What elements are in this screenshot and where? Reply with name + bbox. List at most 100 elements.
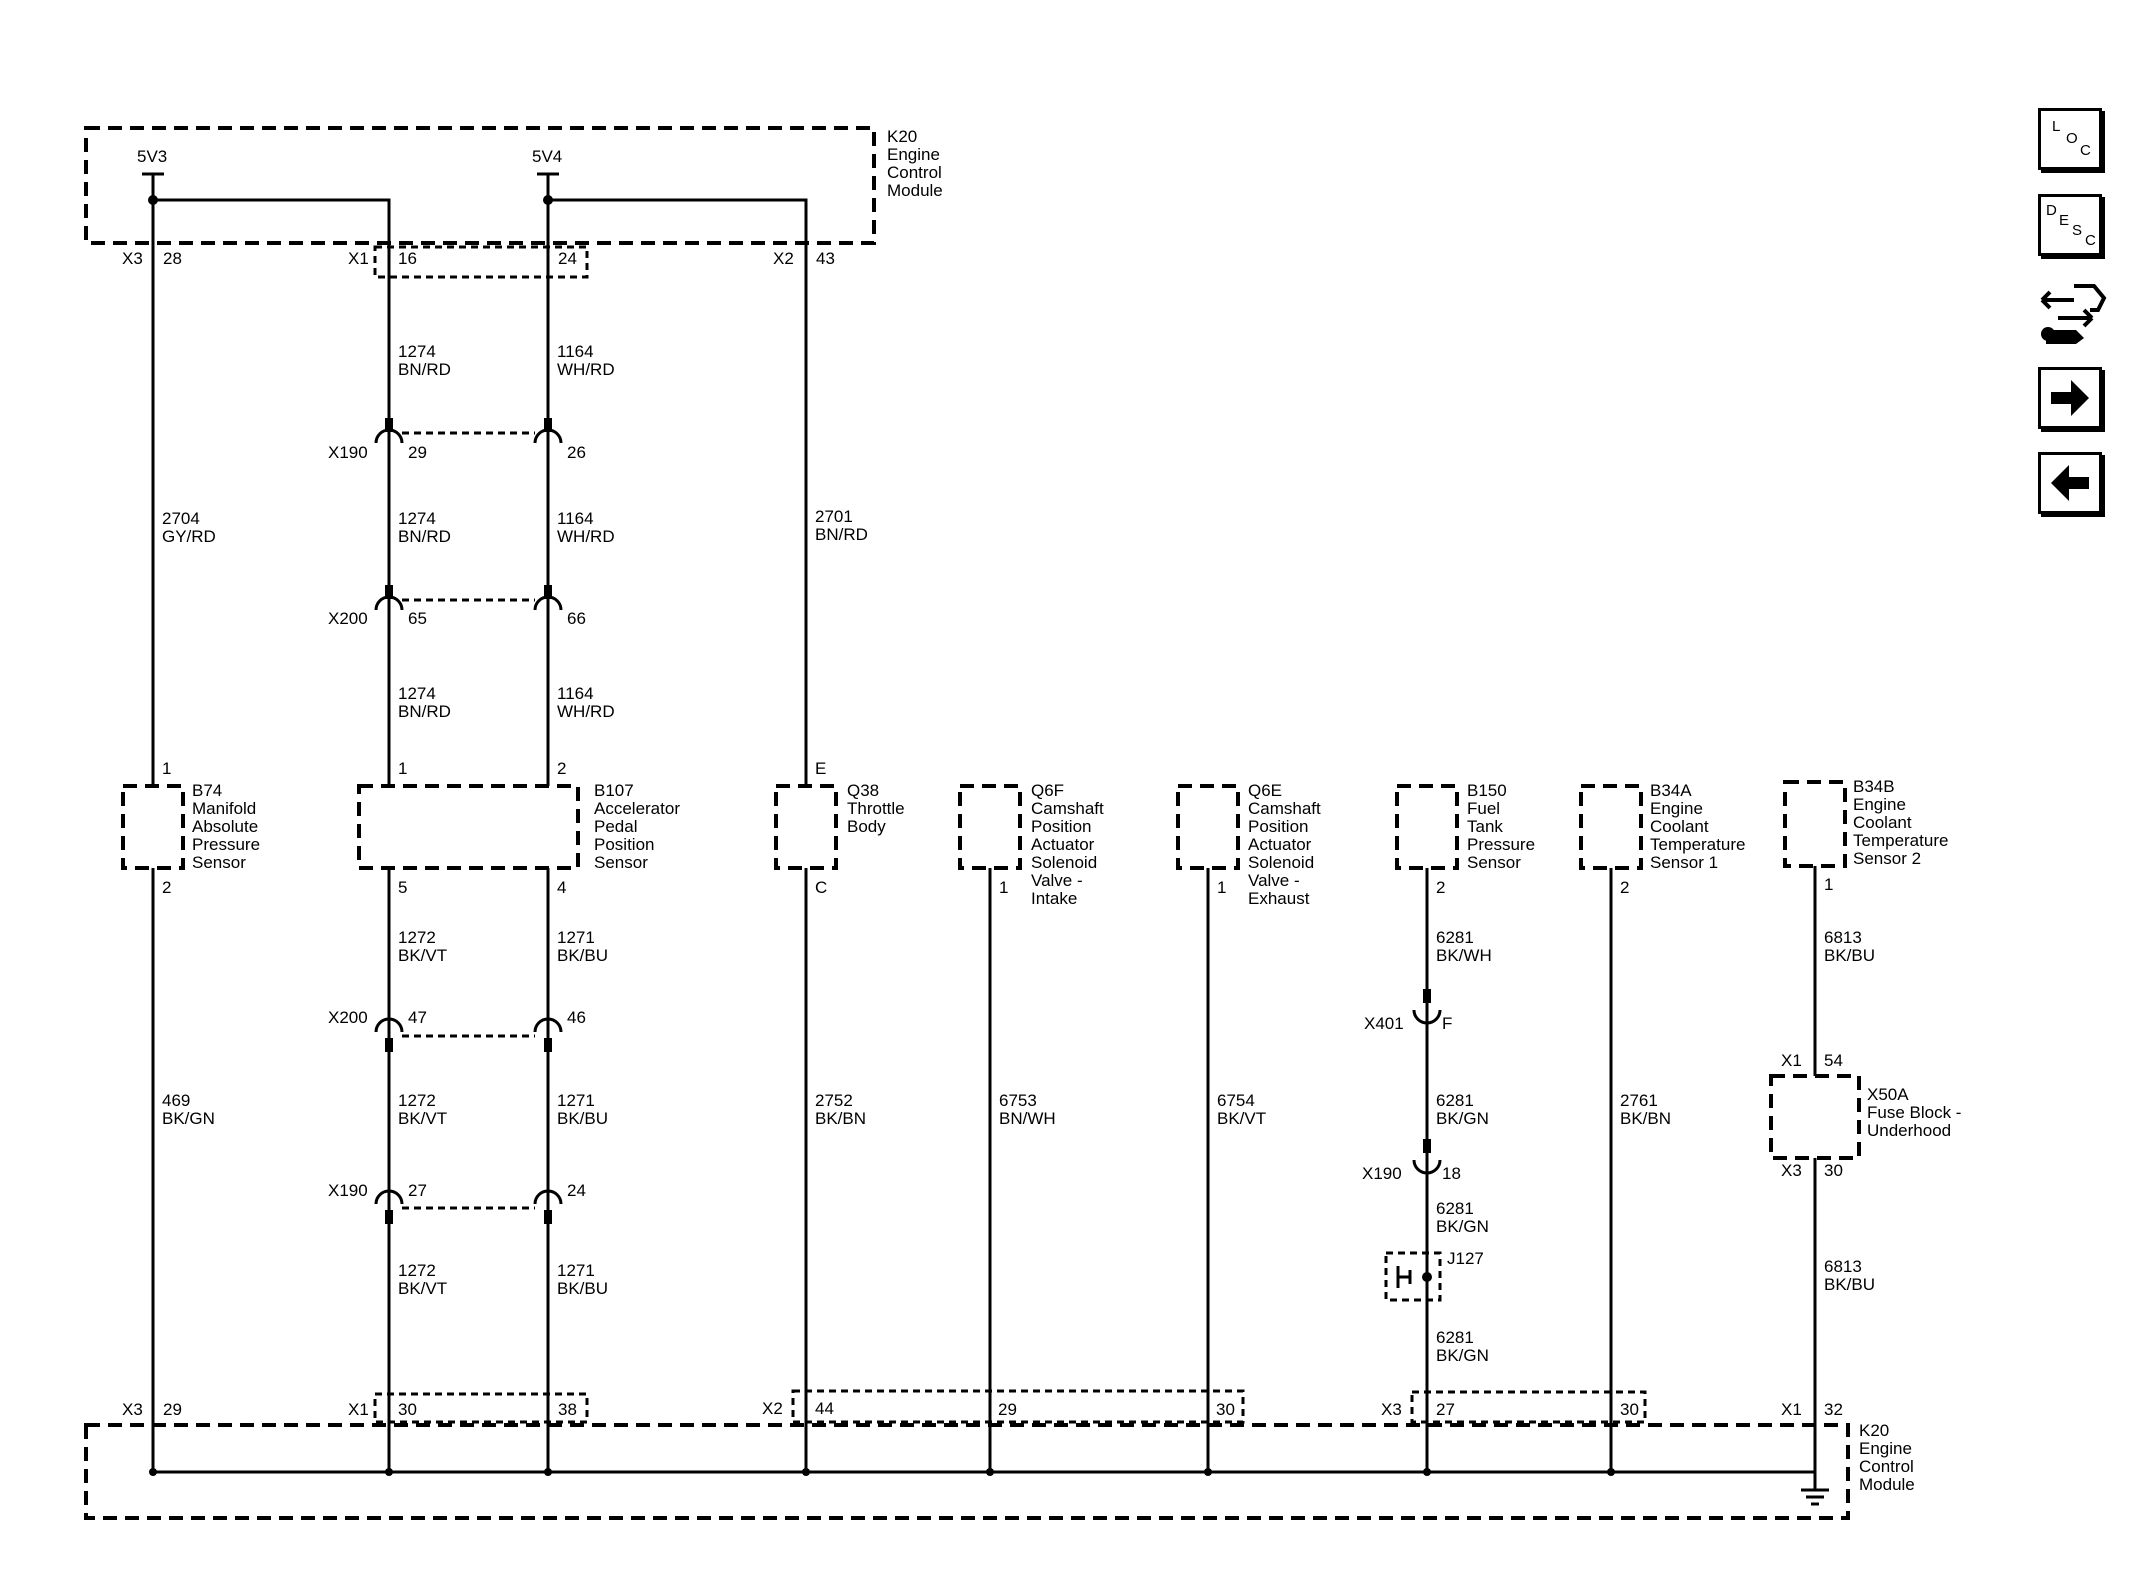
- b150-l1: Fuel: [1467, 799, 1500, 818]
- w1274c-color: BN/RD: [398, 702, 451, 721]
- b74-l3: Pressure: [192, 835, 260, 854]
- loc-letter-3: C: [2080, 142, 2091, 159]
- ecm-bottom-code: K20: [1859, 1421, 1889, 1440]
- b34b-pin: 1: [1824, 875, 1833, 894]
- desc-letter-3: S: [2072, 222, 2083, 239]
- w2704-num: 2704: [162, 509, 200, 528]
- w1271a-num: 1271: [557, 928, 595, 947]
- x2-bottom-connector-box: [791, 1389, 1245, 1424]
- q6e-l6: Exhaust: [1248, 889, 1310, 908]
- b34b-l1: Engine: [1853, 795, 1906, 814]
- q6f-l6: Intake: [1031, 889, 1077, 908]
- top-pin-x2: X2: [773, 249, 794, 268]
- splice-q6e: [1204, 1468, 1212, 1476]
- w1164b-num: 1164: [557, 509, 594, 528]
- x200b-pin1: 47: [408, 1008, 427, 1027]
- ground-symbol: [1801, 1472, 1829, 1506]
- splice-q38: [802, 1468, 810, 1476]
- connector-wrench-icon[interactable]: [2036, 278, 2108, 346]
- q6e-l4: Solenoid: [1248, 853, 1314, 872]
- desc-button[interactable]: D E S C: [2038, 194, 2102, 256]
- ecm-bottom-line3: Module: [1859, 1475, 1915, 1494]
- b34a-box: [1579, 784, 1643, 870]
- bottom-pin-30a: 30: [398, 1400, 417, 1419]
- b34b-box: [1783, 780, 1847, 868]
- x1-top-connector-box: [373, 245, 589, 279]
- w6281c-color: BK/GN: [1436, 1217, 1489, 1236]
- x190b-pin2: 24: [567, 1181, 586, 1200]
- bottom-pin-x3b: X3: [1381, 1400, 1402, 1419]
- b150-pin: 2: [1436, 878, 1445, 897]
- ecm-top-code: K20: [887, 127, 917, 146]
- splice-b107-5: [385, 1468, 393, 1476]
- b74-l2: Absolute: [192, 817, 258, 836]
- prev-button[interactable]: [2038, 452, 2102, 514]
- top-pin-x1: X1: [348, 249, 369, 268]
- w6753-color: BN/WH: [999, 1109, 1056, 1128]
- x200a-name: X200: [328, 609, 368, 628]
- x401-pin: F: [1442, 1014, 1452, 1033]
- q6e-l5: Valve -: [1248, 871, 1300, 890]
- top-pin-43: 43: [816, 249, 835, 268]
- bottom-pin-32: 32: [1824, 1400, 1843, 1419]
- w6281b-color: BK/GN: [1436, 1109, 1489, 1128]
- desc-letter-1: D: [2046, 202, 2057, 219]
- q38-l2: Body: [847, 817, 886, 836]
- w2704-color: GY/RD: [162, 527, 216, 546]
- b34a-l3: Temperature: [1650, 835, 1745, 854]
- w469-color: BK/GN: [162, 1109, 215, 1128]
- ecm-bottom-line2: Control: [1859, 1457, 1914, 1476]
- w6281b-num: 6281: [1436, 1091, 1474, 1110]
- x190c-pin: 18: [1442, 1164, 1461, 1183]
- b107-pin-2: 2: [557, 759, 566, 778]
- w1272b-color: BK/VT: [398, 1109, 447, 1128]
- bottom-pin-x1b: X1: [1781, 1400, 1802, 1419]
- w6813a-color: BK/BU: [1824, 946, 1875, 965]
- loc-button[interactable]: L O C: [2038, 108, 2102, 170]
- x190a-pin1: 29: [408, 443, 427, 462]
- q6e-l3: Actuator: [1248, 835, 1312, 854]
- b107-l3: Position: [594, 835, 654, 854]
- q38-l1: Throttle: [847, 799, 905, 818]
- q6f-l5: Valve -: [1031, 871, 1083, 890]
- x50a-bot-pin: 30: [1824, 1161, 1843, 1180]
- b34a-l1: Engine: [1650, 799, 1703, 818]
- q6e-box: [1176, 784, 1240, 870]
- next-button[interactable]: [2038, 367, 2102, 429]
- b34a-l4: Sensor 1: [1650, 853, 1718, 872]
- b74-l1: Manifold: [192, 799, 256, 818]
- w1274b-color: BN/RD: [398, 527, 451, 546]
- b150-l3: Pressure: [1467, 835, 1535, 854]
- w1164c-color: WH/RD: [557, 702, 615, 721]
- w6281c-num: 6281: [1436, 1199, 1474, 1218]
- x190a-pin2: 26: [567, 443, 586, 462]
- w6281a-color: BK/WH: [1436, 946, 1492, 965]
- x50a-box: [1769, 1074, 1861, 1160]
- ecm-bottom-line1: Engine: [1859, 1439, 1912, 1458]
- connector-x401: [1412, 989, 1442, 1025]
- w6281d-num: 6281: [1436, 1328, 1474, 1347]
- connector-x200-upper: [374, 585, 563, 611]
- w469-num: 469: [162, 1091, 190, 1110]
- b107-pin-5: 5: [398, 878, 407, 897]
- w1272c-color: BK/VT: [398, 1279, 447, 1298]
- b107-pin-1: 1: [398, 759, 407, 778]
- ref-5v3: 5V3: [137, 147, 167, 166]
- bottom-pin-44: 44: [815, 1399, 834, 1418]
- w1271c-color: BK/BU: [557, 1279, 608, 1298]
- b34b-l2: Coolant: [1853, 813, 1912, 832]
- desc-letter-2: E: [2059, 212, 2070, 229]
- top-pin-28: 28: [163, 249, 182, 268]
- loc-letter-2: O: [2066, 130, 2078, 147]
- w1271a-color: BK/BU: [557, 946, 608, 965]
- x200a-pin2: 66: [567, 609, 586, 628]
- b34a-pin: 2: [1620, 878, 1629, 897]
- b34b-l4: Sensor 2: [1853, 849, 1921, 868]
- w6813a-num: 6813: [1824, 928, 1862, 947]
- w1271b-num: 1271: [557, 1091, 595, 1110]
- b107-box: [357, 784, 580, 870]
- q6f-l1: Camshaft: [1031, 799, 1104, 818]
- w6753-num: 6753: [999, 1091, 1037, 1110]
- j127-code: J127: [1447, 1249, 1484, 1268]
- q38-pin-top: E: [815, 759, 826, 778]
